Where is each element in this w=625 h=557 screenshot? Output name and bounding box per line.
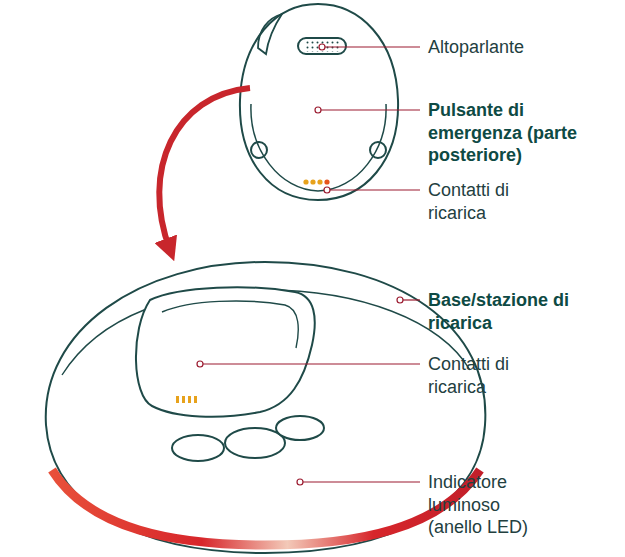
insertion-arrow <box>159 88 250 250</box>
emergency-pendant <box>240 4 398 200</box>
part-label: Base/stazione di ricarica <box>428 289 600 334</box>
part-label: Contatti di ricarica <box>428 353 548 398</box>
part-label: Indicatore luminoso (anello LED) <box>428 471 548 539</box>
part-label: Altoparlante <box>428 36 598 59</box>
part-label: Contatti di ricarica <box>428 179 548 224</box>
leader-lines <box>197 44 420 485</box>
part-label: Pulsante di emergenza (parte posteriore) <box>428 99 600 167</box>
charging-base <box>46 262 486 553</box>
